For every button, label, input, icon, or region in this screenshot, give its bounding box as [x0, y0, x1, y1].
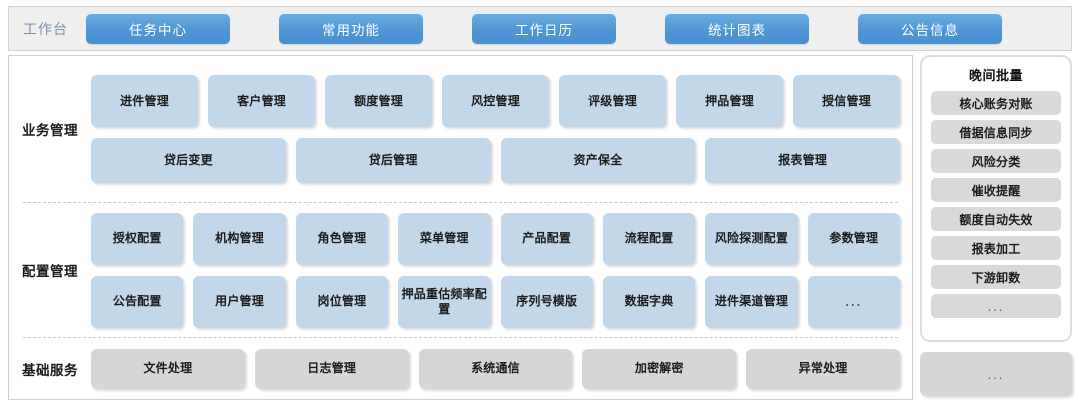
workbench-label: 工作台	[23, 20, 68, 37]
modules-panel: 业务管理 进件管理 客户管理 额度管理 风控管理 评级管理 押品管理 授信管理 …	[8, 55, 913, 400]
tile-encryption-decryption[interactable]: 加密解密	[582, 348, 737, 389]
batch-item-auto-limit-expiry[interactable]: 额度自动失效	[931, 207, 1061, 231]
section-business-management: 业务管理 进件管理 客户管理 额度管理 风控管理 评级管理 押品管理 授信管理 …	[9, 56, 912, 202]
body-area: 业务管理 进件管理 客户管理 额度管理 风控管理 评级管理 押品管理 授信管理 …	[8, 55, 1072, 400]
batch-item-collection-reminder[interactable]: 催收提醒	[931, 178, 1061, 202]
tab-task-center[interactable]: 任务中心	[86, 13, 230, 44]
batch-item-more[interactable]: ...	[931, 294, 1061, 318]
top-tab-list: 任务中心 常用功能 工作日历 统计图表 公告信息	[80, 13, 1065, 44]
tile-application-channel-management[interactable]: 进件渠道管理	[705, 275, 798, 328]
tile-menu-management[interactable]: 菜单管理	[398, 212, 491, 265]
tile-collateral-revaluation-frequency-config[interactable]: 押品重估频率配置	[398, 275, 491, 328]
night-batch-title: 晚间批量	[968, 68, 1023, 83]
tile-rating-management[interactable]: 评级管理	[559, 75, 666, 127]
tile-post-loan-change[interactable]: 贷后变更	[91, 138, 286, 183]
tile-post-loan-management[interactable]: 贷后管理	[295, 138, 491, 183]
tile-file-processing[interactable]: 文件处理	[91, 348, 245, 389]
tile-process-config[interactable]: 流程配置	[602, 212, 696, 265]
tab-announcement[interactable]: 公告信息	[858, 13, 1002, 44]
config-row-1: 授权配置 机构管理 角色管理 菜单管理 产品配置 流程配置 风险探测配置 参数管…	[91, 212, 900, 265]
right-column: 晚间批量 核心账务对账 借据信息同步 风险分类 催收提醒 额度自动失效 报表加工…	[920, 55, 1072, 400]
tile-position-management[interactable]: 岗位管理	[295, 275, 389, 328]
tile-customer-management[interactable]: 客户管理	[208, 75, 315, 127]
business-rows: 进件管理 客户管理 额度管理 风控管理 评级管理 押品管理 授信管理 贷后变更 …	[91, 75, 904, 183]
tile-role-management[interactable]: 角色管理	[295, 212, 389, 265]
tile-system-communication[interactable]: 系统通信	[418, 348, 573, 389]
batch-item-core-account-reconciliation[interactable]: 核心账务对账	[931, 91, 1061, 115]
tile-log-management[interactable]: 日志管理	[254, 348, 409, 389]
section-label-basic: 基础服务	[22, 362, 78, 378]
section-label-config: 配置管理	[22, 264, 78, 279]
config-row-2: 公告配置 用户管理 岗位管理 押品重估频率配置 序列号模版 数据字典 进件渠道管…	[91, 275, 900, 328]
tile-risk-control-management[interactable]: 风控管理	[442, 75, 549, 127]
tab-common-functions[interactable]: 常用功能	[279, 13, 423, 44]
tile-credit-limit-management[interactable]: 额度管理	[325, 75, 432, 127]
business-row-1: 进件管理 客户管理 额度管理 风控管理 评级管理 押品管理 授信管理	[91, 75, 900, 127]
tile-organization-management[interactable]: 机构管理	[193, 212, 286, 265]
tile-parameter-management[interactable]: 参数管理	[807, 212, 900, 265]
config-rows: 授权配置 机构管理 角色管理 菜单管理 产品配置 流程配置 风险探测配置 参数管…	[91, 212, 904, 328]
night-batch-panel: 晚间批量 核心账务对账 借据信息同步 风险分类 催收提醒 额度自动失效 报表加工…	[920, 55, 1072, 342]
tile-risk-detection-config[interactable]: 风险探测配置	[705, 212, 798, 265]
tile-product-config[interactable]: 产品配置	[500, 212, 593, 265]
tile-application-management[interactable]: 进件管理	[91, 75, 198, 127]
tab-work-calendar[interactable]: 工作日历	[472, 13, 616, 44]
batch-item-loan-receipt-sync[interactable]: 借据信息同步	[931, 120, 1061, 144]
section-basic-services: 基础服务 文件处理 日志管理 系统通信 加密解密 异常处理	[9, 338, 912, 399]
tile-report-management[interactable]: 报表管理	[705, 138, 900, 183]
tile-exception-handling[interactable]: 异常处理	[746, 348, 900, 389]
batch-item-risk-classification[interactable]: 风险分类	[931, 149, 1061, 173]
tile-collateral-management[interactable]: 押品管理	[676, 75, 783, 127]
tile-user-management[interactable]: 用户管理	[193, 275, 286, 328]
tile-data-dictionary[interactable]: 数据字典	[602, 275, 696, 328]
batch-item-downstream-data-unload[interactable]: 下游卸数	[931, 265, 1061, 289]
tile-asset-preservation[interactable]: 资产保全	[500, 138, 696, 183]
section-config-management: 配置管理 授权配置 机构管理 角色管理 菜单管理 产品配置 流程配置 风险探测配…	[9, 203, 912, 337]
tile-authorization-config[interactable]: 授权配置	[91, 212, 184, 265]
divider-business-config	[23, 202, 898, 203]
tile-config-more[interactable]: ...	[807, 275, 900, 328]
tile-announcement-config[interactable]: 公告配置	[91, 275, 184, 328]
right-more-tile[interactable]: ...	[920, 352, 1072, 396]
batch-item-report-processing[interactable]: 报表加工	[931, 236, 1061, 260]
basic-rows: 文件处理 日志管理 系统通信 加密解密 异常处理	[91, 348, 904, 389]
basic-row-1: 文件处理 日志管理 系统通信 加密解密 异常处理	[91, 348, 900, 389]
top-navigation-bar: 工作台 任务中心 常用功能 工作日历 统计图表 公告信息	[8, 6, 1072, 51]
business-row-2: 贷后变更 贷后管理 资产保全 报表管理	[91, 138, 900, 183]
divider-config-basic	[23, 337, 898, 338]
section-label-business: 业务管理	[22, 123, 78, 138]
tile-serial-number-template[interactable]: 序列号模版	[500, 275, 593, 328]
tile-credit-granting-management[interactable]: 授信管理	[793, 75, 900, 127]
tab-statistics-chart[interactable]: 统计图表	[665, 13, 809, 44]
